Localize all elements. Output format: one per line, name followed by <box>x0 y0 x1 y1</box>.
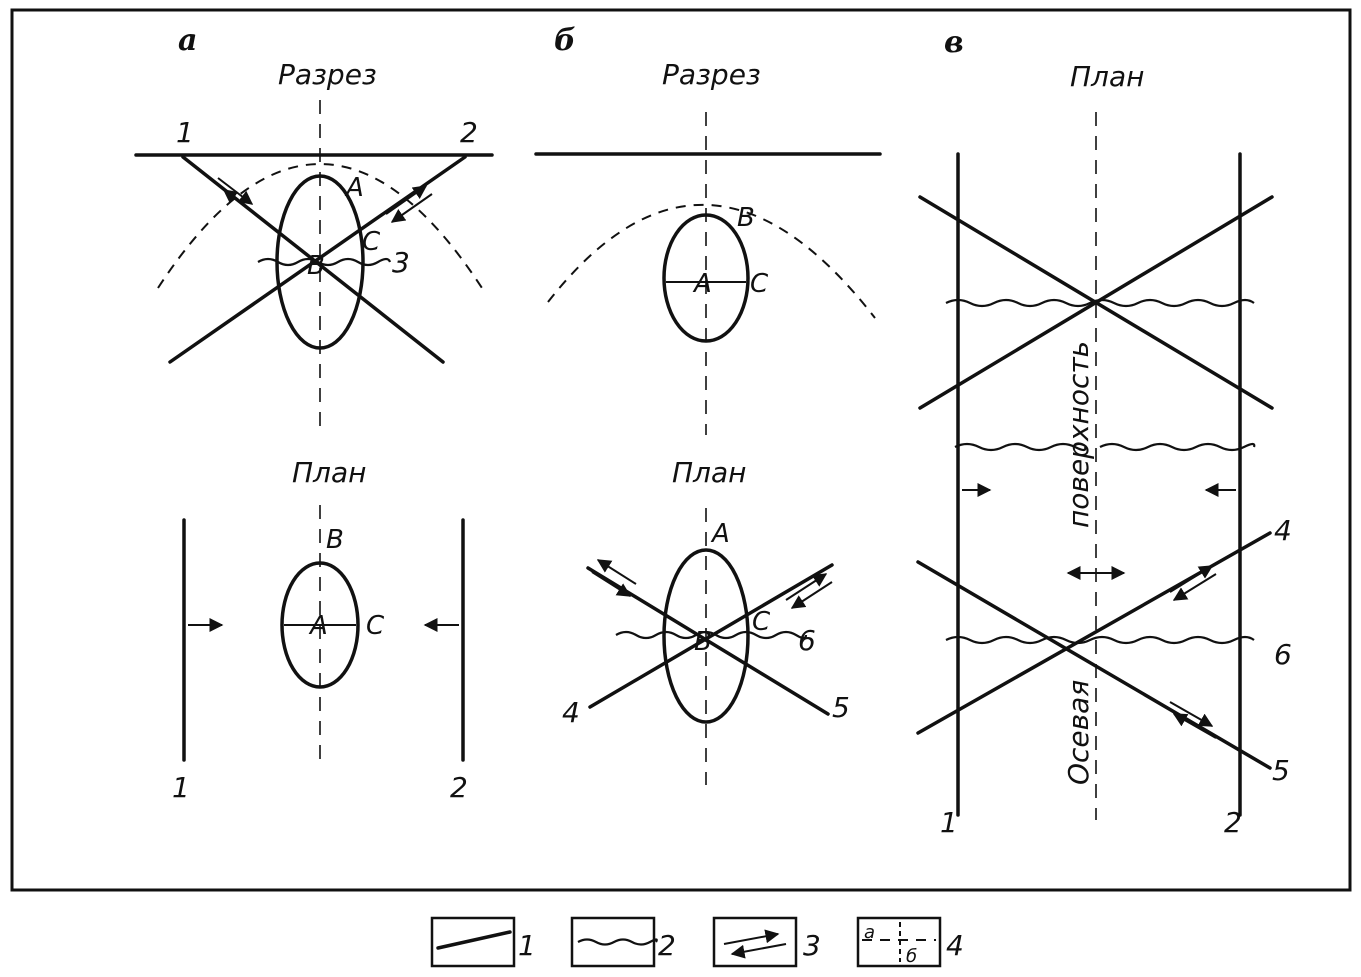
shear-arrows-fracture-4 <box>785 573 833 609</box>
strain-ellipse <box>662 213 750 343</box>
plan-point-label-c: C <box>366 611 385 641</box>
legend-label: 1 <box>518 929 536 962</box>
legend-box <box>856 916 942 968</box>
panel-b-letter: б <box>554 23 576 58</box>
plan-point-label-b: B <box>326 525 344 555</box>
panel-a-plan-title: План <box>292 456 366 489</box>
plan-line-label-2: 2 <box>450 771 468 804</box>
plan-point-label-a: A <box>710 519 730 549</box>
fault-label-2: 2 <box>460 116 478 149</box>
panel-c: в План поверхность Осевая 4 6 <box>916 25 1292 839</box>
figure-frame <box>10 8 1352 892</box>
plan-point-label-b: B <box>694 627 712 657</box>
panel-c-plan-title: План <box>1070 60 1144 93</box>
plan-line-label-2: 2 <box>1224 806 1242 839</box>
plan-line-label-1: 1 <box>940 806 958 839</box>
legend-wavy-line-icon <box>577 938 658 946</box>
plan-strain-ellipse <box>662 548 750 724</box>
panel-a-section-title: Разрез <box>278 58 377 91</box>
fault-label-1: 1 <box>176 116 194 149</box>
shear-arrows-fault-1 <box>217 177 259 217</box>
plan-line-label-1: 1 <box>172 771 190 804</box>
shear-fracture-4 <box>588 563 834 709</box>
panel-a-letter: а <box>178 23 197 58</box>
legend-shear-arrow-icon <box>730 943 787 959</box>
axis-label-surface: поверхность <box>1062 341 1095 528</box>
shear-arrows-fracture-5 <box>591 559 637 597</box>
upper-shear-fracture-b <box>918 195 1274 410</box>
legend-sublabel-a: а <box>864 922 875 943</box>
point-label-a: A <box>344 173 364 203</box>
legend-straight-line-icon <box>436 930 512 950</box>
axis-label-axial: Осевая <box>1062 680 1095 785</box>
shear-arrows-fracture-5 <box>1169 701 1217 739</box>
legend-label: 4 <box>946 929 964 962</box>
fracture-label-4: 4 <box>562 696 580 729</box>
legend-box <box>430 916 516 968</box>
shear-fracture-5 <box>916 560 1272 770</box>
point-label-b: B <box>737 203 755 233</box>
shear-arrows-fracture-4 <box>1169 565 1217 601</box>
legend-sublabel-b: б <box>906 946 917 967</box>
fracture-label-6: 6 <box>1274 638 1292 671</box>
legend-box <box>712 916 798 968</box>
wavy-fracture-6 <box>945 635 1255 645</box>
fold-layer-dashed <box>157 163 483 289</box>
legend-item-1: 1 <box>430 916 536 968</box>
plan-point-label-a: A <box>308 611 328 641</box>
fracture-label-4: 4 <box>1274 514 1292 547</box>
fracture-label-5: 5 <box>832 691 850 724</box>
legend-shear-arrow-icon <box>723 929 780 945</box>
fold-layer-dashed <box>547 204 876 319</box>
legend-label: 2 <box>658 929 676 962</box>
panel-c-letter: в <box>944 25 964 60</box>
legend-item-3: 3 <box>712 916 821 968</box>
legend: 1 2 3 а б 4 <box>430 916 964 968</box>
upper-wavy-fracture <box>945 298 1255 308</box>
point-label-c: C <box>362 227 381 257</box>
middle-wavy-fracture-left <box>954 442 1087 452</box>
panel-b-plan-title: План <box>672 456 746 489</box>
plan-point-label-c: C <box>752 607 771 637</box>
panel-a: а Разрез 1 2 A B C 3 План <box>134 23 494 804</box>
panel-b-section-title: Разрез <box>662 58 761 91</box>
panel-b: б Разрез B A C План A B C 6 4 5 <box>534 23 882 785</box>
fracture-label-3: 3 <box>392 246 410 279</box>
legend-box <box>570 916 656 968</box>
plan-strain-ellipse <box>280 561 360 689</box>
point-label-b: B <box>307 251 325 281</box>
wavy-fracture-3 <box>257 257 392 267</box>
legend-label: 3 <box>803 929 821 962</box>
legend-item-4: а б 4 <box>856 916 964 968</box>
point-label-a: A <box>692 269 712 299</box>
legend-item-2: 2 <box>570 916 676 968</box>
fracture-label-5: 5 <box>1272 754 1290 787</box>
fracture-label-6: 6 <box>798 624 816 657</box>
shear-arrows-fault-2 <box>385 185 433 223</box>
point-label-c: C <box>750 269 769 299</box>
middle-wavy-fracture-right <box>1099 442 1256 452</box>
wavy-fracture-6 <box>615 630 808 640</box>
